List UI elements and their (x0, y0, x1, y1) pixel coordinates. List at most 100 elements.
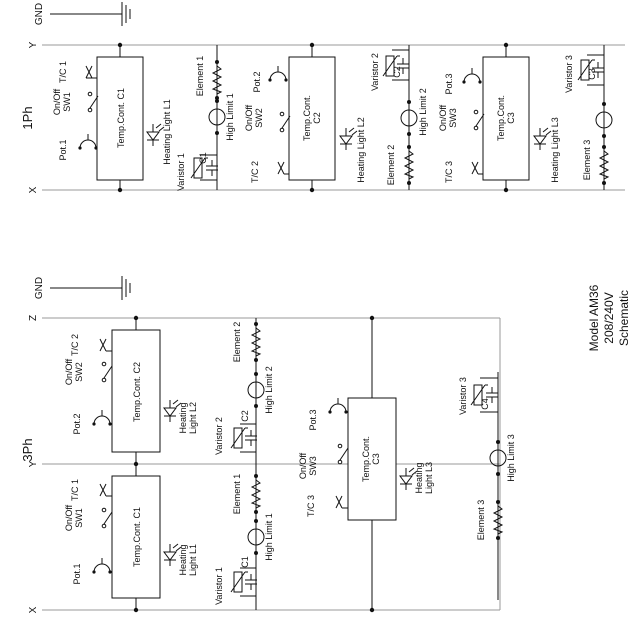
top-load-2: Varistor 2 C2 High Limit 2 Element 2 (370, 45, 428, 190)
c2-cap-label-bottom: C2 (240, 410, 250, 422)
varistor-icon (230, 571, 249, 593)
bottom-channel-3: Temp.Cont. C3 Pot.3 On/Off SW3 T/C 3 Hea… (298, 315, 434, 613)
temp-controller-c1-3ph (111, 475, 161, 599)
pot3-label-bottom: Pot.3 (308, 409, 318, 430)
element3-label-bottom: Element 3 (476, 500, 486, 541)
high-limit2-label-bottom: High Limit 2 (264, 366, 274, 414)
sw3-label-b-bottom: SW3 (308, 456, 318, 476)
bottom-load-3: Varistor 3 C4 High Limit 3 Element 3 (458, 372, 516, 600)
tc2-label-top: T/C 2 (250, 161, 260, 183)
sw3-label-b-top: SW3 (448, 108, 458, 128)
ground-symbol-top: GND (34, 2, 131, 26)
varistor1-label-top: Varistor 1 (176, 153, 186, 191)
c3-cap-label-top: C3 (587, 68, 597, 80)
bottom-load-1: Element 1 High Limit 1 Varistor 1 C1 (214, 464, 274, 610)
c2-cap-label-top: C2 (392, 66, 402, 78)
rail-y-label-top: Y (28, 41, 39, 48)
varistor2-label-top: Varistor 2 (370, 53, 380, 91)
varistor3-label-top: Varistor 3 (564, 55, 574, 93)
gnd-label-bottom: GND (34, 277, 45, 299)
thermocouple-icon (85, 65, 93, 79)
high-limit1-label-top: High Limit 1 (225, 93, 235, 141)
sw2-label-a-top: On/Off (244, 104, 254, 131)
rail-y-label-bottom: Y (28, 460, 39, 467)
heating-light-l3-label-a-bottom: Heating (414, 462, 424, 493)
element2-label-top: Element 2 (386, 145, 396, 186)
c1-cap-label-bottom: C1 (240, 556, 250, 568)
top-load-1: Element 1 High Limit 1 Varistor 1 C1 (176, 45, 235, 191)
temp-controller-c3-label-b: C3 (506, 112, 516, 124)
element3-label-top: Element 3 (582, 140, 592, 181)
temp-controller-c2-label-a: Temp.Cont. (302, 95, 312, 141)
sw1-label-a-bottom: On/Off (64, 504, 74, 531)
high-limit3-label-bottom: High Limit 3 (506, 434, 516, 482)
temp-controller-c3-3ph-label-b: C3 (371, 453, 381, 465)
sw2-label-b-top: SW2 (254, 108, 264, 128)
model-title-block: Model AM36 208/240V Schematic (587, 284, 631, 351)
heating-light-l1-label-b-bottom: Light L1 (188, 544, 198, 576)
temp-controller-c2-label-b: C2 (312, 112, 322, 124)
varistor1-label-bottom: Varistor 1 (214, 567, 224, 605)
rail-z-label: Z (28, 315, 39, 321)
sw1-label-a: On/Off (52, 88, 62, 115)
thermocouple-icon (277, 161, 285, 175)
switch-icon (337, 443, 349, 465)
three-phase-schematic: 3Ph GND Z Y X Temp.Cont. C2 T/C 2 (20, 276, 631, 613)
gnd-label-top: GND (34, 3, 45, 25)
top-channel-1: Temp.Cont. C1 T/C 1 On/Off SW1 Pot.1 Hea… (52, 42, 172, 193)
top-channel-2: Temp.Cont. C2 Pot.2 On/Off SW2 T/C 2 Hea… (244, 42, 366, 193)
led-icon (339, 127, 358, 151)
switch-icon (101, 361, 113, 383)
rail-x-label-bottom: X (28, 606, 39, 613)
top-channel-3: Temp.Cont. C3 Pot.3 On/Off SW3 T/C 3 Hea… (438, 42, 560, 193)
tc3-label-bottom: T/C 3 (306, 495, 316, 517)
heating-light-l3-label-top: Heating Light L3 (550, 117, 560, 183)
ground-symbol-bottom: GND (34, 276, 131, 300)
model-title: Model AM36 (587, 284, 601, 351)
thermocouple-icon (99, 338, 107, 352)
bottom-load-2: Element 2 High Limit 2 Varistor 2 C2 (214, 318, 274, 464)
thermocouple-icon (99, 483, 107, 497)
potentiometer-icon (91, 557, 113, 575)
potentiometer-icon (91, 409, 113, 427)
phase-label-1ph: 1Ph (20, 106, 35, 129)
capacitor-icon (244, 429, 258, 447)
varistor3-label-bottom: Varistor 3 (458, 377, 468, 415)
heating-light-l2-label-a-bottom: Heating (178, 402, 188, 433)
schematic-title: Schematic (617, 290, 631, 346)
thermocouple-icon (471, 161, 479, 175)
potentiometer-icon (327, 397, 349, 415)
sw2-label-a-bottom: On/Off (64, 358, 74, 385)
high-limit2-label-top: High Limit 2 (418, 88, 428, 136)
element1-label-bottom: Element 1 (232, 474, 242, 515)
tc1-label-bottom: T/C 1 (70, 479, 80, 501)
element2-label-bottom: Element 2 (232, 322, 242, 363)
sw2-label-b-bottom: SW2 (74, 362, 84, 382)
temp-controller-c2-3ph-label: Temp.Cont. C2 (132, 362, 142, 422)
heating-light-l1-label: Heating Light L1 (162, 99, 172, 165)
temp-controller-c1-3ph-label: Temp.Cont. C1 (132, 507, 142, 567)
thermocouple-icon (335, 495, 343, 509)
varistor-icon (230, 427, 249, 449)
led-icon (533, 127, 552, 151)
pot2-label-bottom: Pot.2 (72, 413, 82, 434)
sw1-label-b-bottom: SW1 (74, 508, 84, 528)
temp-controller-c2-3ph (111, 329, 161, 453)
heating-light-l3-label-b-bottom: Light L3 (424, 462, 434, 494)
switch-icon (101, 507, 113, 529)
capacitor-icon (244, 573, 258, 591)
pot1-label: Pot.1 (58, 139, 68, 160)
heating-light-l1-label-a-bottom: Heating (178, 544, 188, 575)
high-limit1-label-bottom: High Limit 1 (264, 513, 274, 561)
c4-cap-label-bottom: C4 (480, 398, 490, 410)
temp-controller-c3-3ph (347, 397, 397, 521)
element1-label-top: Element 1 (195, 56, 205, 97)
varistor2-label-bottom: Varistor 2 (214, 417, 224, 455)
sw3-label-a-top: On/Off (438, 104, 448, 131)
sw3-label-a-bottom: On/Off (298, 452, 308, 479)
bottom-channel-2: Temp.Cont. C2 T/C 2 On/Off SW2 Pot.2 Hea… (64, 315, 198, 467)
pot2-label-top: Pot.2 (252, 71, 262, 92)
pot3-label-top: Pot.3 (444, 73, 454, 94)
potentiometer-icon (267, 65, 289, 83)
